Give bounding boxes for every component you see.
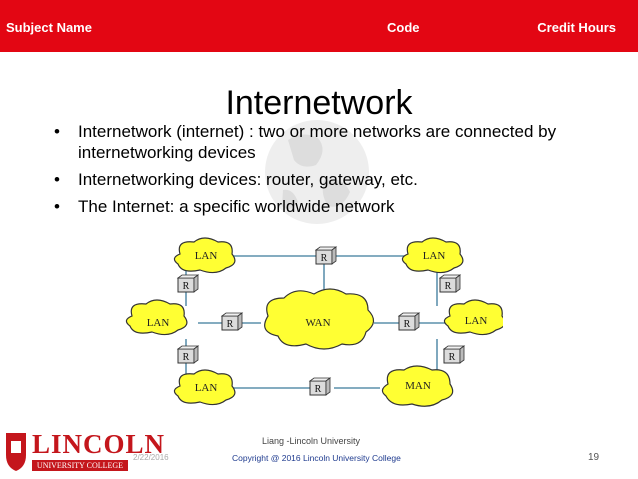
router-icon: R <box>309 377 331 396</box>
logo-name: LINCOLN <box>32 429 166 459</box>
internetwork-diagram: LAN LAN LAN WAN LAN LAN MAN R R R R R R … <box>125 237 503 407</box>
router-label: R <box>445 281 452 292</box>
bullet-text: Internetworking devices: router, gateway… <box>78 170 418 189</box>
bullet-item: •Internetworking devices: router, gatewa… <box>54 170 418 189</box>
cloud-label: LAN <box>195 382 218 394</box>
code-label: Code <box>387 20 420 35</box>
lan-cloud-top-left <box>173 237 236 274</box>
footer-copyright: Copyright @ 2016 Lincoln University Coll… <box>232 453 401 463</box>
lincoln-logo: LINCOLN UNIVERSITY COLLEGE <box>2 427 164 475</box>
lan-cloud-mid-right <box>443 299 503 336</box>
router-icon: R <box>177 274 199 293</box>
lan-cloud-mid-left <box>125 299 188 336</box>
footer-date: 2/22/2016 <box>133 453 169 462</box>
bullet-item: •Internetwork (internet) : two or more n… <box>54 122 557 162</box>
bullet-list: •Internetwork (internet) : two or more n… <box>52 121 572 223</box>
router-label: R <box>183 352 190 363</box>
page-number: 19 <box>588 452 600 463</box>
router-icon: R <box>177 345 199 364</box>
man-cloud <box>381 365 454 407</box>
cloud-label: MAN <box>405 380 431 392</box>
cloud-label: LAN <box>465 315 488 327</box>
crest-icon <box>6 433 26 471</box>
router-icon: R <box>315 246 337 265</box>
router-icon: R <box>398 312 420 331</box>
cloud-label: WAN <box>305 317 330 329</box>
cloud-label: LAN <box>195 250 218 262</box>
bullet-text: Internetwork (internet) : two or more ne… <box>78 122 557 162</box>
slide-title: Internetwork <box>225 84 413 122</box>
wan-cloud <box>264 288 375 350</box>
logo-subtitle: UNIVERSITY COLLEGE <box>32 460 128 471</box>
router-icon: R <box>443 345 465 364</box>
header-bar: Subject Name Code Credit Hours <box>0 0 638 52</box>
subject-name-label: Subject Name <box>6 20 92 35</box>
bullet-text: The Internet: a specific worldwide netwo… <box>78 197 395 216</box>
router-icon: R <box>439 274 461 293</box>
lan-cloud-top-right <box>401 237 464 274</box>
bullet-item: •The Internet: a specific worldwide netw… <box>54 197 395 216</box>
cloud-label: LAN <box>147 317 170 329</box>
router-label: R <box>404 319 411 330</box>
router-label: R <box>449 352 456 363</box>
globe-watermark-icon <box>265 120 369 224</box>
lan-cloud-bottom-left <box>173 369 236 406</box>
router-icon: R <box>221 312 243 331</box>
router-label: R <box>183 281 190 292</box>
footer-author: Liang -Lincoln University <box>262 436 361 446</box>
credit-hours-label: Credit Hours <box>537 20 616 35</box>
router-label: R <box>315 384 322 395</box>
cloud-label: LAN <box>423 250 446 262</box>
router-label: R <box>321 253 328 264</box>
router-label: R <box>227 319 234 330</box>
